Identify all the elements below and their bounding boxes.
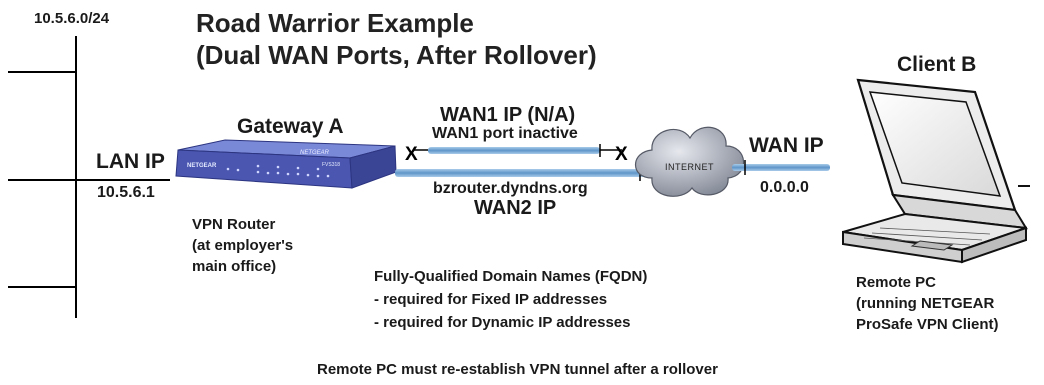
router-description-line-2: (at employer's <box>192 237 294 254</box>
router-brand-text: NETGEAR <box>187 163 217 169</box>
fqdn-note-line-1: Fully-Qualified Domain Names (FQDN) <box>374 268 648 285</box>
subnet-label: 10.5.6.0/24 <box>34 10 110 27</box>
router-description-line-1: VPN Router <box>192 216 276 233</box>
wan1-status: WAN1 port inactive <box>432 125 578 142</box>
wan1-fail-mark-left: X <box>405 144 418 165</box>
client-description-line-1: Remote PC <box>856 274 937 291</box>
title-line-2: (Dual WAN Ports, After Rollover) <box>196 40 597 70</box>
wan1-ip-label: WAN1 IP (N/A) <box>440 104 576 126</box>
client-wan-link <box>732 160 830 175</box>
client-wan-ip-value: 0.0.0.0 <box>760 179 809 196</box>
router-model-text: FVS318 <box>322 162 340 168</box>
client-name: Client B <box>897 53 977 76</box>
wan2-link <box>395 165 647 181</box>
lan-ip-value: 10.5.6.1 <box>97 184 155 201</box>
wan2-hostname: bzrouter.dyndns.org <box>433 180 588 197</box>
gateway-name: Gateway A <box>237 115 344 138</box>
wan1-fail-mark-right: X <box>615 144 628 165</box>
client-description-line-2: (running NETGEAR <box>856 295 995 312</box>
fqdn-note-line-2: - required for Fixed IP addresses <box>374 291 608 308</box>
router-description-line-3: main office) <box>192 258 277 275</box>
internet-cloud-icon <box>635 126 745 197</box>
wan1-link <box>413 144 622 157</box>
footer-note: Remote PC must re-establish VPN tunnel a… <box>317 361 718 378</box>
lan-bus <box>8 36 77 318</box>
title-line-1: Road Warrior Example <box>196 8 474 38</box>
wan2-ip-label: WAN2 IP <box>474 197 557 219</box>
router-top-logo: NETGEAR <box>300 150 330 156</box>
lan-ip-label: LAN IP <box>96 150 165 173</box>
client-description-line-3: ProSafe VPN Client) <box>856 316 999 333</box>
vpn-router-device: NETGEAR FVS318 NETGEAR <box>175 139 397 189</box>
fqdn-note-line-3: - required for Dynamic IP addresses <box>374 314 631 331</box>
laptop-icon <box>842 78 1030 264</box>
internet-label: INTERNET <box>665 162 714 172</box>
client-wan-ip-label: WAN IP <box>749 134 824 157</box>
